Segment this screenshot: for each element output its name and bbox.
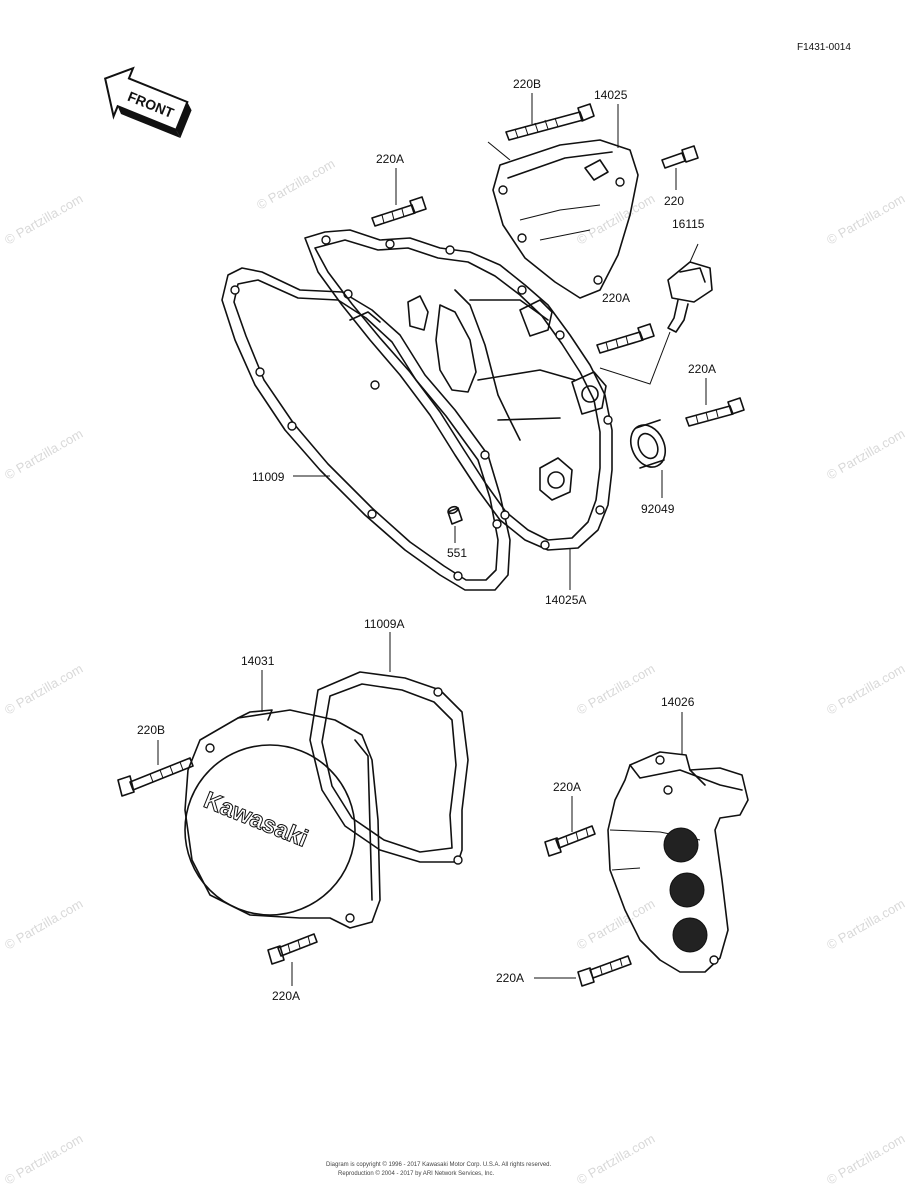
label-551: 551: [447, 546, 467, 560]
label-14026: 14026: [661, 695, 695, 709]
label-220b-left: 220B: [137, 723, 165, 737]
generator-cover-14031: Kawasaki: [184, 709, 381, 929]
bolt-220: [661, 145, 699, 169]
watermark: © Partzilla.com: [2, 661, 85, 718]
watermark: © Partzilla.com: [2, 191, 85, 248]
bolt-220a-mid1: [596, 323, 655, 354]
watermark: © Partzilla.com: [824, 661, 907, 718]
label-14031: 14031: [241, 654, 275, 668]
watermark: © Partzilla.com: [2, 1131, 85, 1188]
watermark: © Partzilla.com: [824, 191, 907, 248]
label-220a-mid2: 220A: [688, 362, 716, 376]
label-11009a: 11009A: [364, 617, 404, 631]
label-220a-right: 220A: [553, 780, 581, 794]
bolt-220a-top: [371, 196, 427, 227]
crankcase-cover-14025a: [304, 229, 613, 551]
watermark: © Partzilla.com: [574, 661, 657, 718]
label-220: 220: [664, 194, 684, 208]
oil-cap-16115: [667, 243, 713, 333]
label-16115: 16115: [672, 217, 705, 231]
watermark: © Partzilla.com: [574, 1131, 657, 1188]
brand-logo: Kawasaki: [200, 787, 312, 853]
label-14025a: 14025A: [545, 593, 586, 607]
label-220a-mid1: 220A: [602, 291, 630, 305]
label-220b-top: 220B: [513, 77, 541, 91]
watermark: © Partzilla.com: [574, 191, 657, 248]
dowel-pin-551: [447, 505, 463, 525]
label-220a-bottom-right: 220A: [496, 971, 524, 985]
bolt-220b-top: [505, 103, 595, 141]
copyright-line-1: Diagram is copyright © 1996 - 2017 Kawas…: [326, 1161, 552, 1168]
watermark-layer: © Partzilla.com © Partzilla.com © Partzi…: [2, 156, 907, 1188]
watermark: © Partzilla.com: [824, 426, 907, 483]
bolt-220a-bottom-right: [577, 955, 632, 987]
oil-seal-92049: [629, 419, 667, 469]
label-92049: 92049: [641, 502, 675, 516]
label-220a-top: 220A: [376, 152, 404, 166]
ref-code: F1431-0014: [797, 42, 851, 53]
bolt-220a-bottom: [267, 933, 318, 965]
front-arrow-icon: FRONT: [103, 66, 192, 139]
watermark: © Partzilla.com: [254, 156, 337, 213]
label-14025: 14025: [594, 88, 628, 102]
label-220a-bottom: 220A: [272, 989, 300, 1003]
gasket-11009a: [309, 671, 469, 865]
watermark: © Partzilla.com: [2, 426, 85, 483]
label-11009: 11009: [252, 470, 285, 484]
watermark: © Partzilla.com: [824, 896, 907, 953]
bolt-220b-left: [117, 757, 194, 797]
gasket-11009: [221, 267, 511, 591]
bolt-220a-right: [544, 825, 596, 857]
copyright-line-2: Reproduction © 2004 - 2017 by ARI Networ…: [338, 1170, 494, 1177]
sprocket-cover-14025: [487, 139, 639, 299]
bolt-220a-mid2: [685, 397, 745, 427]
chain-guard-14026: [607, 751, 749, 973]
watermark: © Partzilla.com: [2, 896, 85, 953]
watermark: © Partzilla.com: [824, 1131, 907, 1188]
